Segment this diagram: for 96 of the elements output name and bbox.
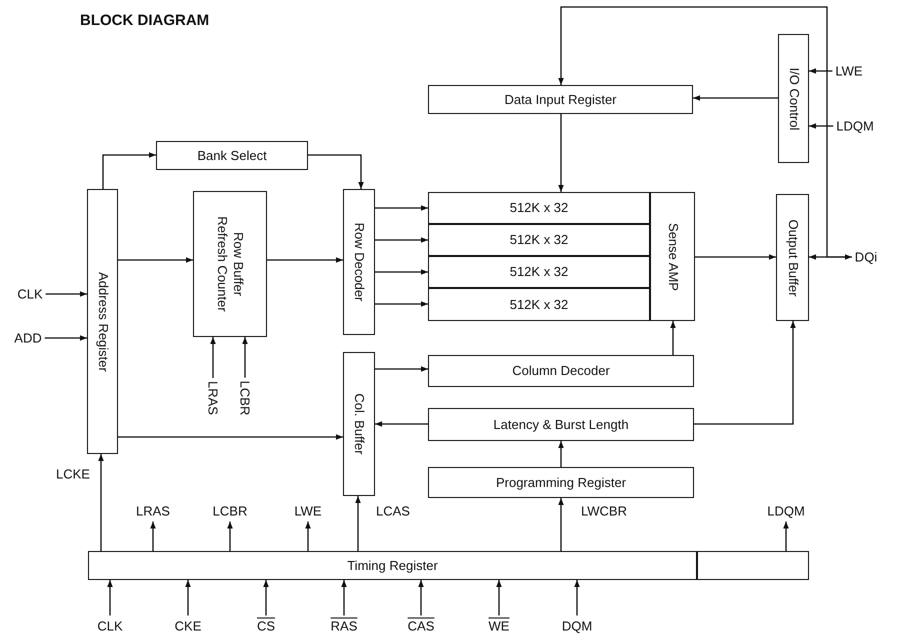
function-block xyxy=(87,189,118,454)
arrow xyxy=(107,580,113,616)
block-label: Row Buffer xyxy=(230,230,246,298)
function-block xyxy=(428,408,694,441)
block-label: Row Decoder xyxy=(351,222,367,302)
block-label: 512K x 32 xyxy=(510,200,568,216)
function-block xyxy=(88,551,697,580)
arrow xyxy=(210,337,216,378)
arrow xyxy=(341,580,347,616)
signal-label: CAS xyxy=(408,618,434,634)
block-label: Address Register xyxy=(94,272,110,372)
arrow xyxy=(375,269,428,275)
arrow xyxy=(227,522,233,551)
function-block xyxy=(428,256,650,288)
arrow xyxy=(263,580,269,616)
arrow xyxy=(558,441,564,467)
block-label: Output Buffer xyxy=(784,218,800,296)
signal-label: LCBR xyxy=(212,504,248,518)
signal-label: LWE xyxy=(294,504,322,518)
arrow xyxy=(695,254,776,260)
signal-label: LDQM xyxy=(836,118,874,134)
block-label: I/O Control xyxy=(786,67,802,130)
edge-label: LWCBR xyxy=(581,504,627,518)
block-label: Programming Register xyxy=(496,474,626,490)
signal-label: DQM xyxy=(562,618,592,634)
function-block xyxy=(428,467,694,498)
function-block xyxy=(428,192,650,224)
arrow xyxy=(496,580,502,616)
arrow xyxy=(558,498,564,551)
arrow xyxy=(46,291,87,297)
arrow xyxy=(809,68,832,74)
arrow xyxy=(375,421,428,427)
block-label: Sense AMP xyxy=(664,222,680,290)
function-block xyxy=(343,189,375,335)
function-block xyxy=(778,34,809,163)
arrow xyxy=(375,205,428,211)
signal-label: CLK xyxy=(97,618,123,634)
signal-label: CKE xyxy=(174,618,202,634)
function-block xyxy=(343,352,375,496)
arrow xyxy=(558,6,852,258)
block-label: Timing Register xyxy=(347,558,438,574)
signal-label: LCBR xyxy=(238,380,252,416)
signal-label: LRAS xyxy=(136,504,170,518)
diagram-title: BLOCK DIAGRAM xyxy=(80,12,210,29)
function-block xyxy=(650,192,695,321)
block-label: Column Decoder xyxy=(512,363,610,379)
function-block xyxy=(428,224,650,256)
arrow xyxy=(185,580,191,616)
arrow xyxy=(694,321,796,425)
block-label: Bank Select xyxy=(197,148,267,164)
arrow xyxy=(375,237,428,243)
arrow xyxy=(98,454,104,551)
arrow xyxy=(783,522,789,551)
signal-label: LWE xyxy=(835,64,863,78)
signal-label: LRAS xyxy=(206,381,220,415)
arrow xyxy=(44,335,87,341)
arrow xyxy=(558,114,564,192)
arrow xyxy=(308,154,364,189)
arrow xyxy=(375,366,428,372)
signal-label: CS xyxy=(256,618,276,634)
block-label: 512K x 32 xyxy=(510,264,568,280)
function-block xyxy=(193,191,267,337)
arrow xyxy=(242,337,248,378)
arrow xyxy=(267,257,343,263)
arrow xyxy=(150,522,156,551)
arrow xyxy=(118,257,193,263)
arrow xyxy=(375,301,428,307)
block-label: Data Input Register xyxy=(504,92,616,108)
signal-label: WE xyxy=(488,618,510,634)
arrow xyxy=(118,434,343,440)
function-block xyxy=(428,288,650,321)
edge-label: LCKE xyxy=(56,466,90,482)
signal-label: DQi xyxy=(854,250,878,264)
block-label: Latency & Burst Length xyxy=(493,416,629,432)
block-label: Refresh Counter xyxy=(214,216,230,312)
arrow xyxy=(418,580,424,616)
signal-label: LDQM xyxy=(767,504,805,518)
arrow xyxy=(670,321,676,355)
signal-label: ADD xyxy=(14,330,42,346)
function-block xyxy=(428,355,694,387)
function-block xyxy=(156,141,308,170)
function-block xyxy=(776,194,809,321)
arrow xyxy=(305,522,311,551)
block-label: 512K x 32 xyxy=(510,232,568,248)
arrow xyxy=(102,152,156,189)
edge-label: LCAS xyxy=(376,504,410,518)
arrow xyxy=(574,580,580,616)
signal-label: CLK xyxy=(17,286,43,302)
arrow xyxy=(809,254,852,260)
arrow xyxy=(809,123,834,129)
function-block xyxy=(428,85,693,114)
signal-label: RAS xyxy=(330,618,358,634)
arrow xyxy=(693,95,778,101)
block-label: Col. Buffer xyxy=(351,393,367,455)
block-label: 512K x 32 xyxy=(510,296,568,312)
arrow xyxy=(355,496,361,551)
